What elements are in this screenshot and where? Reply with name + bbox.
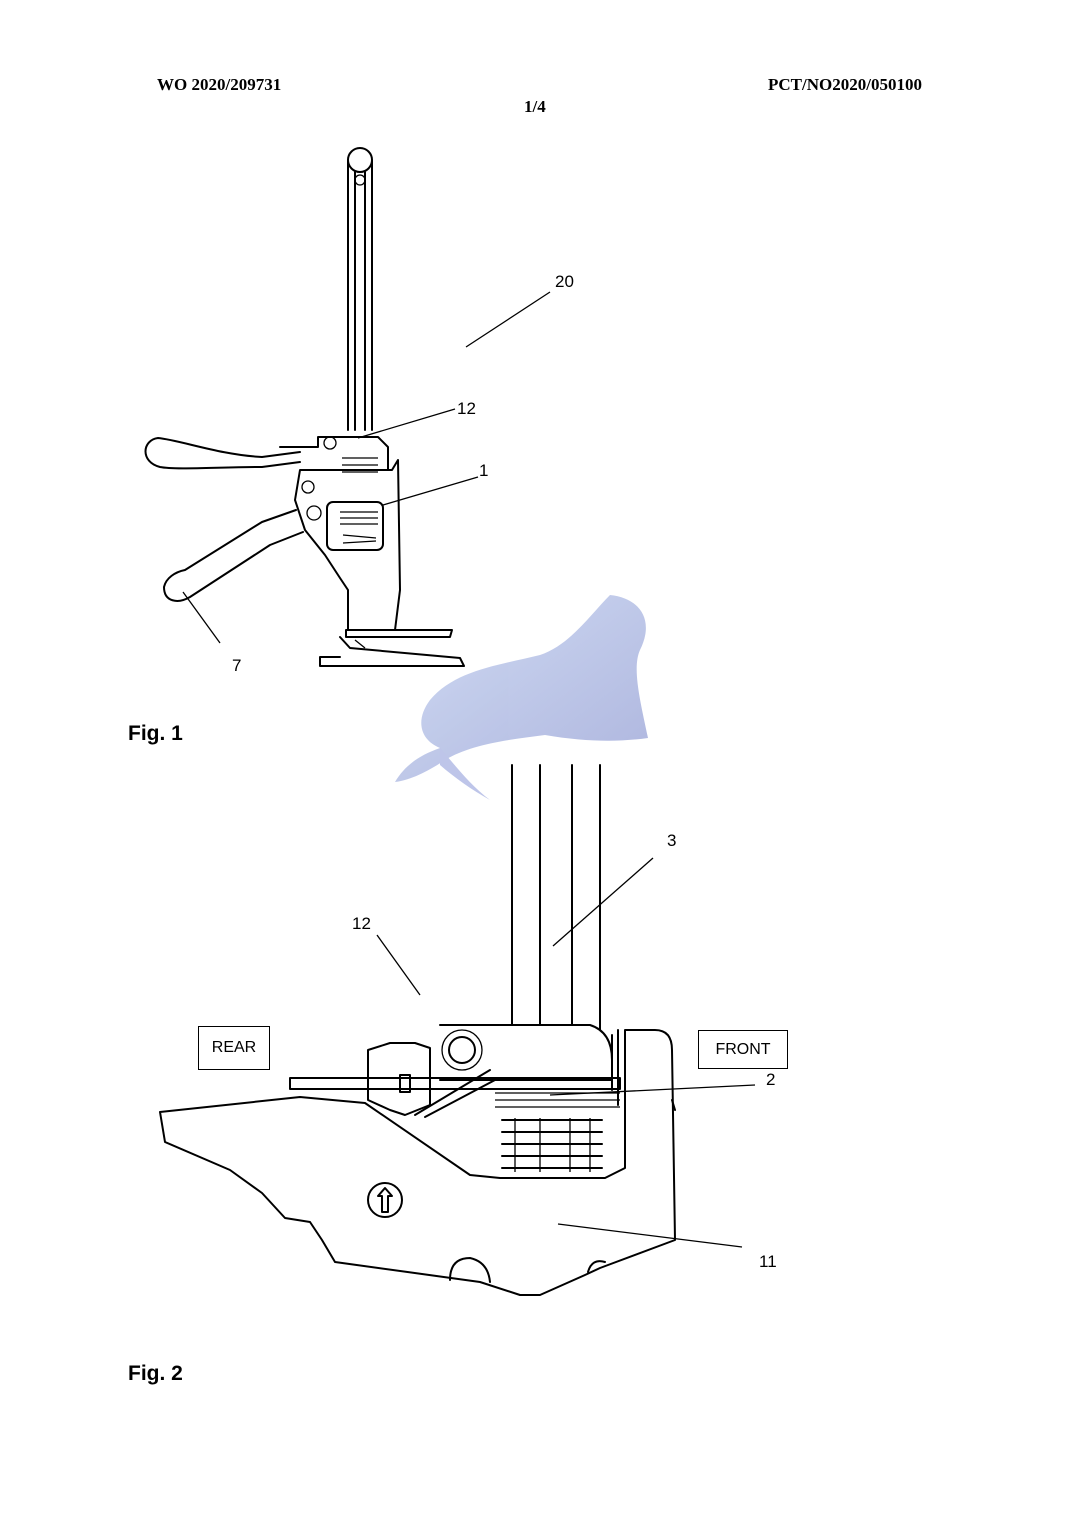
fig2-rear-rod xyxy=(289,1077,621,1090)
fig1-rod-top-eye xyxy=(347,147,373,173)
fig1-ref-20: 20 xyxy=(555,272,574,291)
front-label: FRONT xyxy=(698,1030,788,1069)
fig1-rod xyxy=(347,159,373,431)
fig2-clamp-pin xyxy=(448,1036,476,1064)
fig1-body xyxy=(294,459,401,631)
fig2-spring xyxy=(501,1119,603,1169)
sheet-number: 1/4 xyxy=(524,97,546,116)
fig1-ref-12: 12 xyxy=(457,399,476,418)
fig1-leaders xyxy=(182,291,551,644)
fig1-lower-handle xyxy=(163,509,304,602)
fig1-lower-box xyxy=(326,501,384,551)
fig2-rod xyxy=(511,764,601,1031)
fig2-detail xyxy=(159,764,676,1296)
fig1-jack xyxy=(144,147,465,667)
fig1-caption: Fig. 1 xyxy=(128,722,183,745)
fig2-caption: Fig. 2 xyxy=(128,1362,183,1385)
walrus-logo-icon xyxy=(395,595,648,800)
fig2-ref-2: 2 xyxy=(766,1070,776,1089)
fig2-clamp-housing xyxy=(439,1024,613,1081)
fig2-ref-12: 12 xyxy=(352,914,371,933)
up-arrow-icon xyxy=(367,1182,403,1218)
fig2-body xyxy=(159,1029,676,1296)
rear-label: REAR xyxy=(198,1026,270,1070)
fig2-ref-11: 11 xyxy=(759,1252,777,1271)
application-number: PCT/NO2020/050100 xyxy=(768,75,922,94)
fig2-ref-3: 3 xyxy=(667,831,677,850)
fig1-ref-7: 7 xyxy=(232,656,242,675)
fig1-ref-1: 1 xyxy=(479,461,489,480)
fig2-leaders xyxy=(376,857,756,1248)
fig1-foot xyxy=(345,629,453,638)
fig1-upper-handle xyxy=(144,437,301,470)
publication-number: WO 2020/209731 xyxy=(157,75,282,94)
